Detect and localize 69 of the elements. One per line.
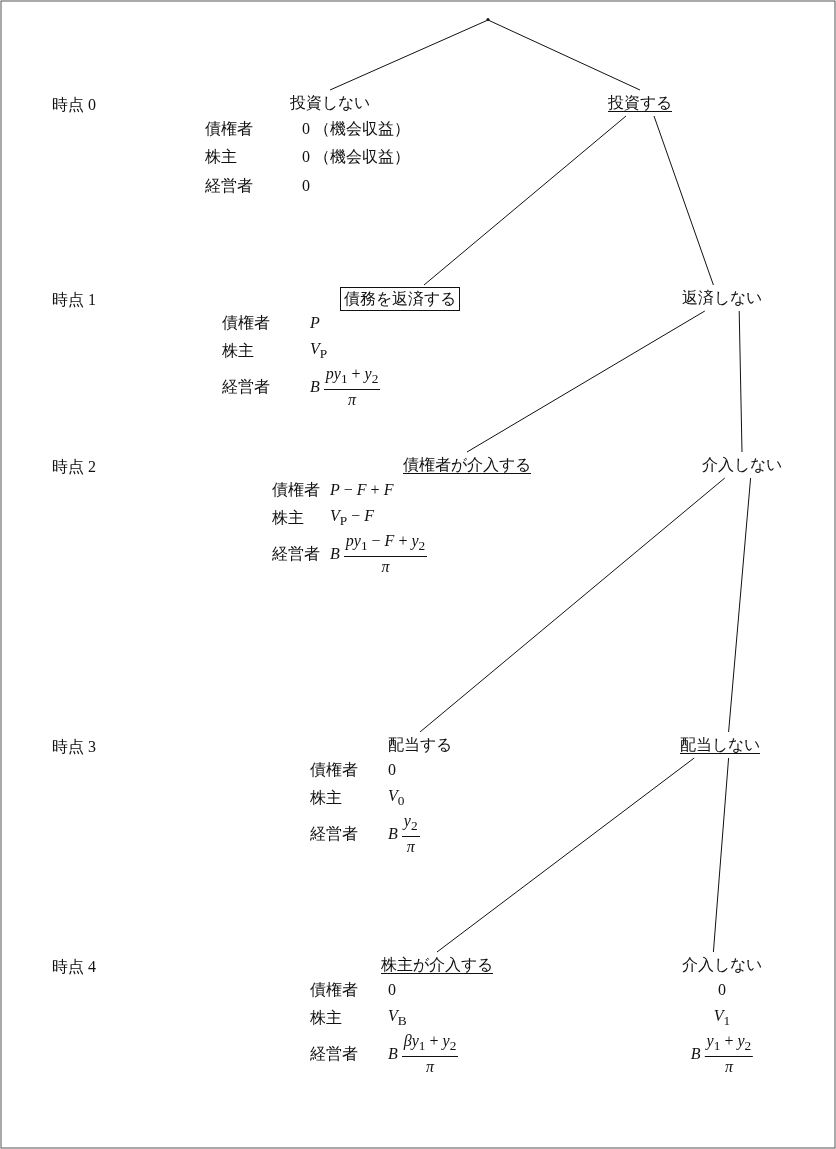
player-label: 債権者 — [310, 759, 358, 780]
payoff-coefficient: B — [310, 378, 320, 396]
payoff-coefficient: B — [388, 825, 398, 843]
payoff-value: 0 — [718, 981, 726, 999]
fraction-numerator: py$_{1}$ − F + y$_{2}$ — [343, 530, 428, 558]
chosen-action-label: 配当しない — [677, 734, 763, 756]
time-label: 時点 4 — [52, 957, 96, 977]
payoff-value: 0 — [302, 177, 310, 195]
payoff-value: 0 — [388, 761, 396, 779]
time-label: 時点 3 — [52, 737, 96, 757]
player-label: 経営者 — [222, 376, 270, 397]
payoff-value: 0 （機会収益） — [302, 118, 410, 139]
player-label: 債権者 — [310, 979, 358, 1000]
fraction-denominator: π — [724, 1057, 733, 1078]
chosen-action-label: 投資する — [605, 92, 675, 114]
payoff-value: V$_{0}$ — [388, 786, 405, 810]
boxed-choice-label: 債務を返済する — [340, 287, 460, 311]
payoff-value: 0 （機会収益） — [302, 146, 410, 167]
chosen-action-label: 債権者が介入する — [400, 454, 534, 476]
chosen-action-label: 株主が介入する — [378, 954, 496, 976]
branch-point — [486, 18, 490, 21]
player-label: 株主 — [272, 507, 304, 528]
action-label: 介入しない — [699, 454, 785, 476]
tree-branch — [423, 115, 627, 286]
player-label: 債権者 — [205, 118, 253, 139]
time-label: 時点 1 — [52, 290, 96, 310]
action-label: 介入しない — [679, 954, 765, 976]
fraction-numerator: βy$_{1}$ + y$_{2}$ — [401, 1030, 459, 1058]
player-label: 株主 — [222, 340, 254, 361]
tree-branch — [712, 757, 730, 953]
tree-branch — [738, 310, 743, 453]
fraction-denominator: π — [381, 557, 390, 578]
fraction-denominator: π — [348, 390, 357, 411]
tree-branch — [487, 19, 641, 91]
payoff-value: P − F + F — [330, 481, 394, 499]
payoff-value: V$_{P}$ − F — [330, 506, 374, 530]
tree-branch — [653, 115, 714, 286]
player-label: 株主 — [310, 787, 342, 808]
fraction-denominator: π — [406, 837, 415, 858]
fraction-numerator: y$_{1}$ + y$_{2}$ — [704, 1030, 754, 1058]
action-label: 返済しない — [679, 287, 765, 309]
tree-branch — [728, 477, 752, 733]
tree-branch — [329, 19, 489, 91]
player-label: 経営者 — [310, 1043, 358, 1064]
payoff-value: V$_{B}$ — [388, 1006, 407, 1030]
action-label: 投資しない — [287, 92, 373, 114]
player-label: 債権者 — [272, 479, 320, 500]
player-label: 経営者 — [272, 543, 320, 564]
payoff-value: P — [310, 314, 320, 332]
payoff-coefficient: B — [330, 545, 340, 563]
time-label: 時点 2 — [52, 457, 96, 477]
tree-branch — [436, 757, 695, 953]
fraction-numerator: y$_{2}$ — [401, 810, 420, 838]
player-label: 株主 — [205, 146, 237, 167]
player-label: 経営者 — [310, 823, 358, 844]
tree-branch — [419, 477, 726, 733]
tree-branch — [466, 310, 706, 453]
payoff-coefficient: B — [690, 1045, 701, 1063]
time-label: 時点 0 — [52, 95, 96, 115]
player-label: 債権者 — [222, 312, 270, 333]
action-label: 配当する — [385, 734, 455, 756]
fraction-denominator: π — [426, 1057, 435, 1078]
payoff-value: V$_{P}$ — [310, 339, 328, 363]
payoff-coefficient: B — [388, 1045, 398, 1063]
player-label: 株主 — [310, 1007, 342, 1028]
player-label: 経営者 — [205, 175, 253, 196]
payoff-value: V$_{1}$ — [713, 1006, 731, 1030]
payoff-value: 0 — [388, 981, 396, 999]
fraction-numerator: py$_{1}$ + y$_{2}$ — [323, 363, 381, 391]
